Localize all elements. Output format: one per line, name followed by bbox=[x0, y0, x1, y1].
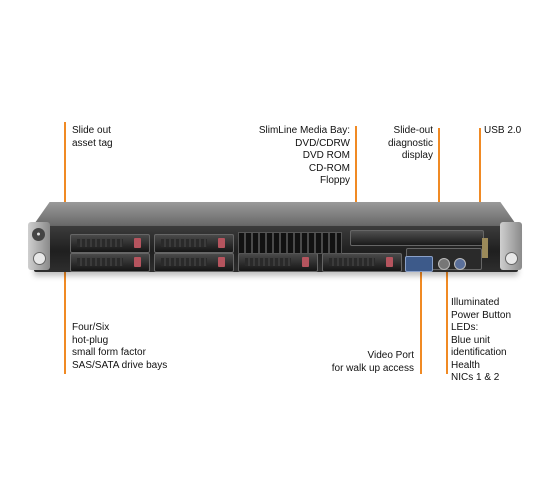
rack-ear-left: ● bbox=[28, 222, 50, 270]
uid-button-icon bbox=[454, 258, 466, 270]
callout-power-button: Illuminated Power Button LEDs: Blue unit… bbox=[451, 297, 512, 383]
callout-media-bay: SlimLine Media Bay: DVD/CDRW DVD ROM CD-… bbox=[258, 125, 350, 186]
leader-video-port bbox=[420, 270, 422, 374]
slimline-media-bay bbox=[350, 230, 484, 246]
leader-usb bbox=[479, 128, 481, 240]
drive-bay bbox=[70, 253, 150, 272]
drive-bay bbox=[154, 234, 234, 253]
video-port-icon bbox=[405, 256, 433, 272]
callout-video-port: Video Port for walk up access bbox=[331, 350, 414, 374]
front-vent-grille bbox=[238, 232, 342, 254]
usb-port-icon bbox=[482, 238, 488, 258]
drive-led-icon bbox=[302, 257, 309, 267]
leader-media-bay bbox=[355, 126, 357, 232]
callout-diagnostic-display: Slide-out diagnostic display bbox=[387, 125, 433, 161]
drive-bay bbox=[70, 234, 150, 253]
leader-drive-bays bbox=[64, 268, 66, 374]
hp-logo-icon: ● bbox=[32, 228, 45, 241]
drive-led-icon bbox=[386, 257, 393, 267]
rack-ear-right bbox=[500, 222, 522, 270]
thumbscrew-icon bbox=[33, 252, 46, 265]
drive-led-icon bbox=[218, 238, 225, 248]
drive-bay bbox=[322, 253, 402, 272]
thumbscrew-icon bbox=[505, 252, 518, 265]
drive-bay bbox=[238, 253, 318, 272]
drive-bay bbox=[154, 253, 234, 272]
callout-asset-tag: Slide out asset tag bbox=[72, 125, 113, 149]
server-top-cover bbox=[30, 202, 520, 230]
leader-diagnostic bbox=[438, 128, 440, 246]
drive-led-icon bbox=[134, 238, 141, 248]
leader-asset-tag bbox=[64, 122, 66, 240]
drive-led-icon bbox=[134, 257, 141, 267]
callout-drive-bays: Four/Six hot-plug small form factor SAS/… bbox=[72, 322, 168, 371]
drive-led-icon bbox=[218, 257, 225, 267]
leader-power bbox=[446, 268, 448, 374]
callout-usb: USB 2.0 bbox=[484, 125, 522, 136]
power-button-icon bbox=[438, 258, 450, 270]
